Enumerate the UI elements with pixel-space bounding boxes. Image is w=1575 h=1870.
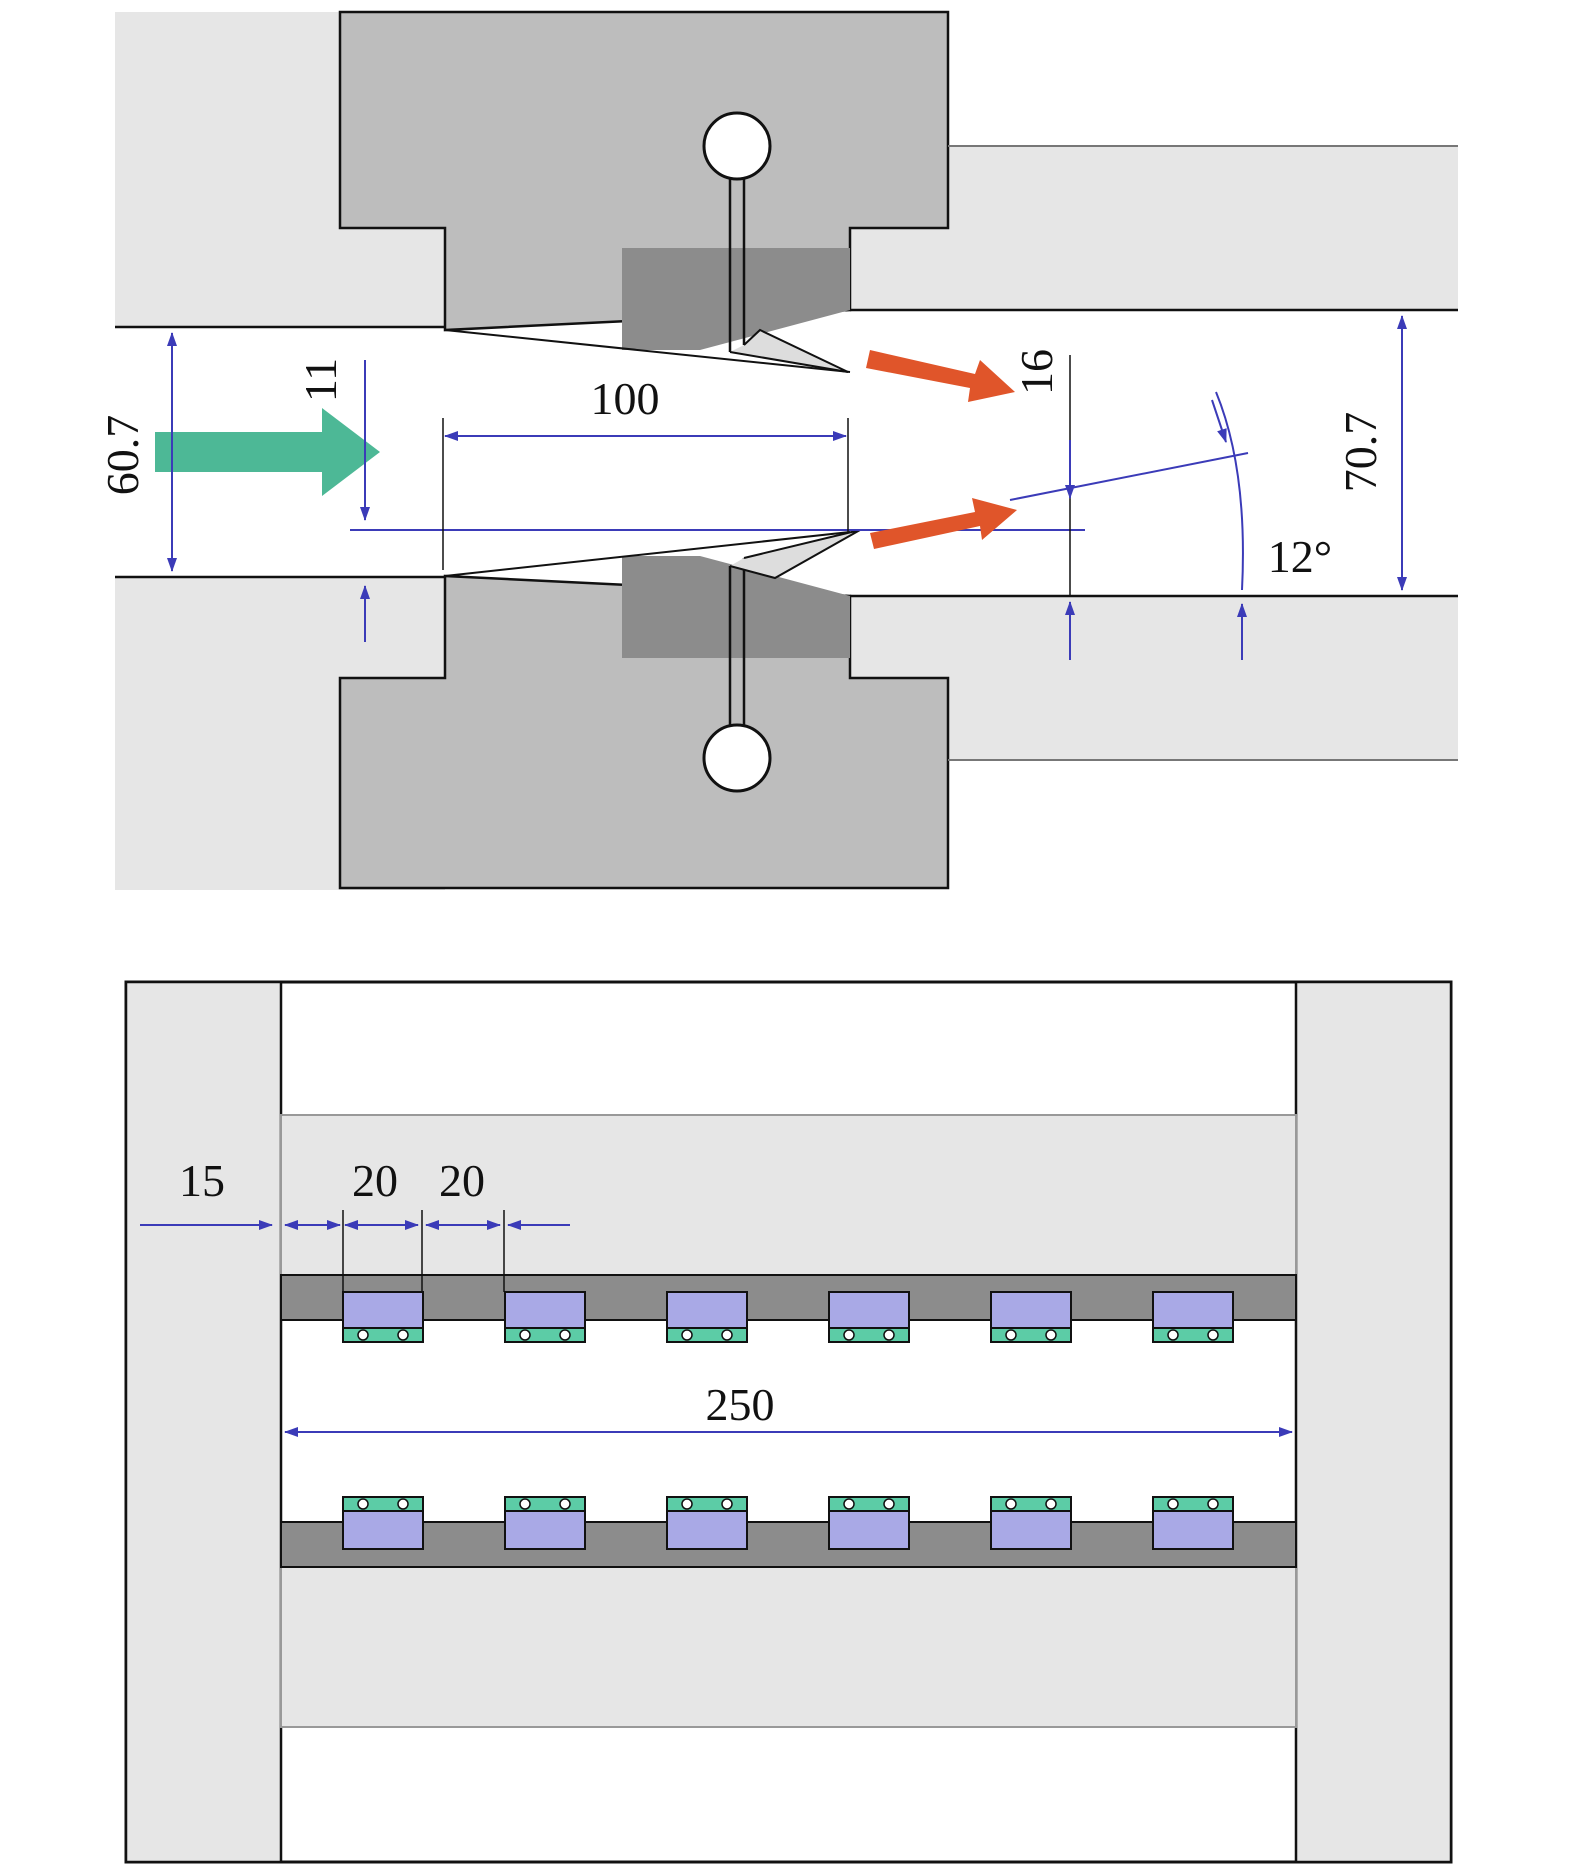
lower-slit: [702, 529, 861, 793]
tab-hole: [559, 1329, 571, 1341]
dim-12-deg-label: 12°: [1268, 531, 1332, 582]
dim-16-label: 16: [1011, 349, 1062, 395]
right-end-wall: [1294, 980, 1453, 1864]
tab-clip: [1152, 1496, 1234, 1512]
tab-hole: [1207, 1329, 1219, 1341]
tab-unit-bottom: [666, 1496, 748, 1550]
tab-hole: [357, 1329, 369, 1341]
tab-unit-bottom: [1152, 1496, 1234, 1550]
tab-unit-top: [828, 1291, 910, 1343]
dim-angle-arrow-top: [1211, 399, 1227, 443]
tab-clip: [828, 1496, 910, 1512]
tab-hole: [883, 1498, 895, 1510]
upper-plenum-circle: [702, 111, 772, 181]
dim-70-7-label: 70.7: [1335, 412, 1386, 493]
dim-100-label: 100: [591, 373, 660, 424]
tab-body: [504, 1510, 586, 1550]
tab-unit-bottom: [342, 1496, 424, 1550]
tab-hole: [681, 1329, 693, 1341]
upper-insert: [622, 248, 850, 350]
tab-clip: [504, 1496, 586, 1512]
tab-body: [342, 1291, 424, 1329]
tab-hole: [559, 1498, 571, 1510]
tab-body: [828, 1510, 910, 1550]
tab-clip: [1152, 1327, 1234, 1343]
left-end-wall: [124, 980, 283, 1864]
lower-plate: [280, 1566, 1297, 1728]
tab-hole: [519, 1498, 531, 1510]
tab-hole: [681, 1498, 693, 1510]
tab-unit-bottom: [504, 1496, 586, 1550]
tab-hole: [1005, 1498, 1017, 1510]
cross-section-view: 60.7 11 100 16 70.7 12°: [97, 10, 1458, 890]
tab-unit-top: [990, 1291, 1072, 1343]
tab-hole: [721, 1498, 733, 1510]
dim-250-label: 250: [706, 1379, 775, 1430]
tab-hole: [357, 1498, 369, 1510]
tab-clip: [828, 1327, 910, 1343]
tab-hole: [1167, 1329, 1179, 1341]
upper-slit: [702, 111, 849, 373]
lower-tab-rail: [280, 1521, 1297, 1568]
tab-body: [504, 1291, 586, 1329]
inlet-flow-arrow: [155, 408, 380, 496]
tab-hole: [1045, 1498, 1057, 1510]
lower-insert: [622, 556, 850, 658]
tab-clip: [342, 1496, 424, 1512]
tab-body: [990, 1510, 1072, 1550]
tab-clip: [666, 1496, 748, 1512]
dim-20-label-a: 20: [352, 1155, 398, 1206]
tab-hole: [1045, 1329, 1057, 1341]
lower-taper-line: [444, 531, 851, 577]
tab-hole: [843, 1498, 855, 1510]
dim-60-7-label: 60.7: [97, 415, 148, 496]
tab-body: [828, 1291, 910, 1329]
tab-hole: [397, 1329, 409, 1341]
plan-view: 15 20 20 250: [124, 980, 1453, 1864]
tab-clip: [990, 1496, 1072, 1512]
tab-hole: [519, 1329, 531, 1341]
outlet-upper-arrow: [866, 350, 1015, 402]
upper-tab-rail: [280, 1274, 1297, 1321]
tab-hole: [1207, 1498, 1219, 1510]
upper-taper-line: [444, 329, 851, 373]
tab-hole: [1005, 1329, 1017, 1341]
dim-11-label: 11: [295, 358, 346, 402]
tab-hole: [721, 1329, 733, 1341]
dim-20-label-b: 20: [439, 1155, 485, 1206]
right-lower-wall: [850, 596, 1458, 760]
tab-hole: [843, 1329, 855, 1341]
dim-15-label: 15: [179, 1155, 225, 1206]
tab-clip: [504, 1327, 586, 1343]
tab-hole: [883, 1329, 895, 1341]
dim-angle-arc: [1215, 391, 1244, 591]
outlet-jet-line: [1009, 452, 1249, 501]
tab-body: [1152, 1291, 1234, 1329]
tab-clip: [990, 1327, 1072, 1343]
tabs-layer: [342, 1291, 1234, 1550]
tab-body: [666, 1510, 748, 1550]
tab-unit-top: [504, 1291, 586, 1343]
tab-clip: [342, 1327, 424, 1343]
outlet-lower-arrow: [870, 498, 1017, 549]
tab-unit-bottom: [828, 1496, 910, 1550]
tab-hole: [397, 1498, 409, 1510]
tab-body: [342, 1510, 424, 1550]
tab-body: [990, 1291, 1072, 1329]
tab-unit-bottom: [990, 1496, 1072, 1550]
upper-plate: [280, 1114, 1297, 1276]
tab-body: [1152, 1510, 1234, 1550]
tab-hole: [1167, 1498, 1179, 1510]
tab-unit-top: [342, 1291, 424, 1343]
tab-body: [666, 1291, 748, 1329]
lower-plenum-circle: [702, 723, 772, 793]
right-upper-wall: [850, 146, 1458, 310]
tab-unit-top: [666, 1291, 748, 1343]
tab-unit-top: [1152, 1291, 1234, 1343]
tab-clip: [666, 1327, 748, 1343]
